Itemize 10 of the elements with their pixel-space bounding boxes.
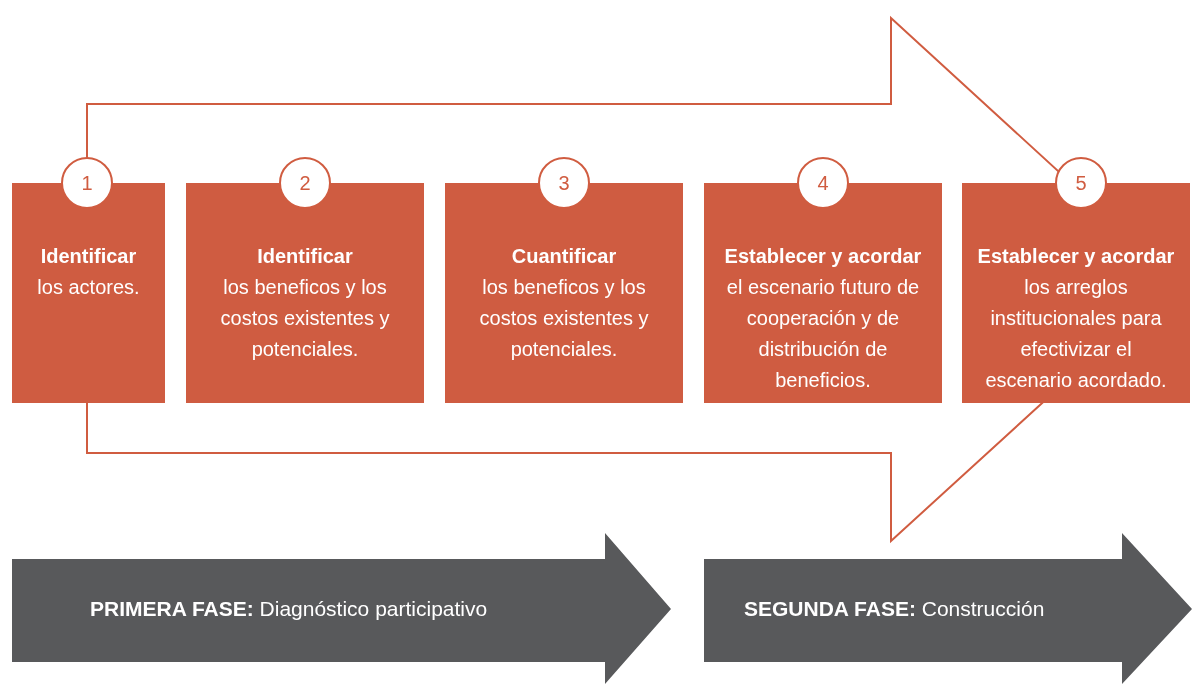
step-description: Establecer y acordar los arreglos institucionales para efectivizar el escenario acordado. (976, 244, 1176, 393)
step-heading: Identificar (40, 244, 137, 269)
step-description: los beneficos y los costos existentes y potenciales. (478, 275, 650, 362)
step-description: los actores. (37, 275, 140, 300)
step-description: los beneficos y los costos existentes y potenciales. (219, 275, 391, 362)
step-heading: Identificar (257, 244, 353, 269)
phase-label: SEGUNDA FASE: Construcción (744, 595, 1045, 622)
step-heading: Cuantificar (511, 244, 617, 269)
step-description: Establecer y acordar el escenario futuro de cooperación y de distribución de beneficios. (723, 244, 923, 393)
phase-label: PRIMERA FASE: Diagnóstico participativo (90, 595, 488, 622)
